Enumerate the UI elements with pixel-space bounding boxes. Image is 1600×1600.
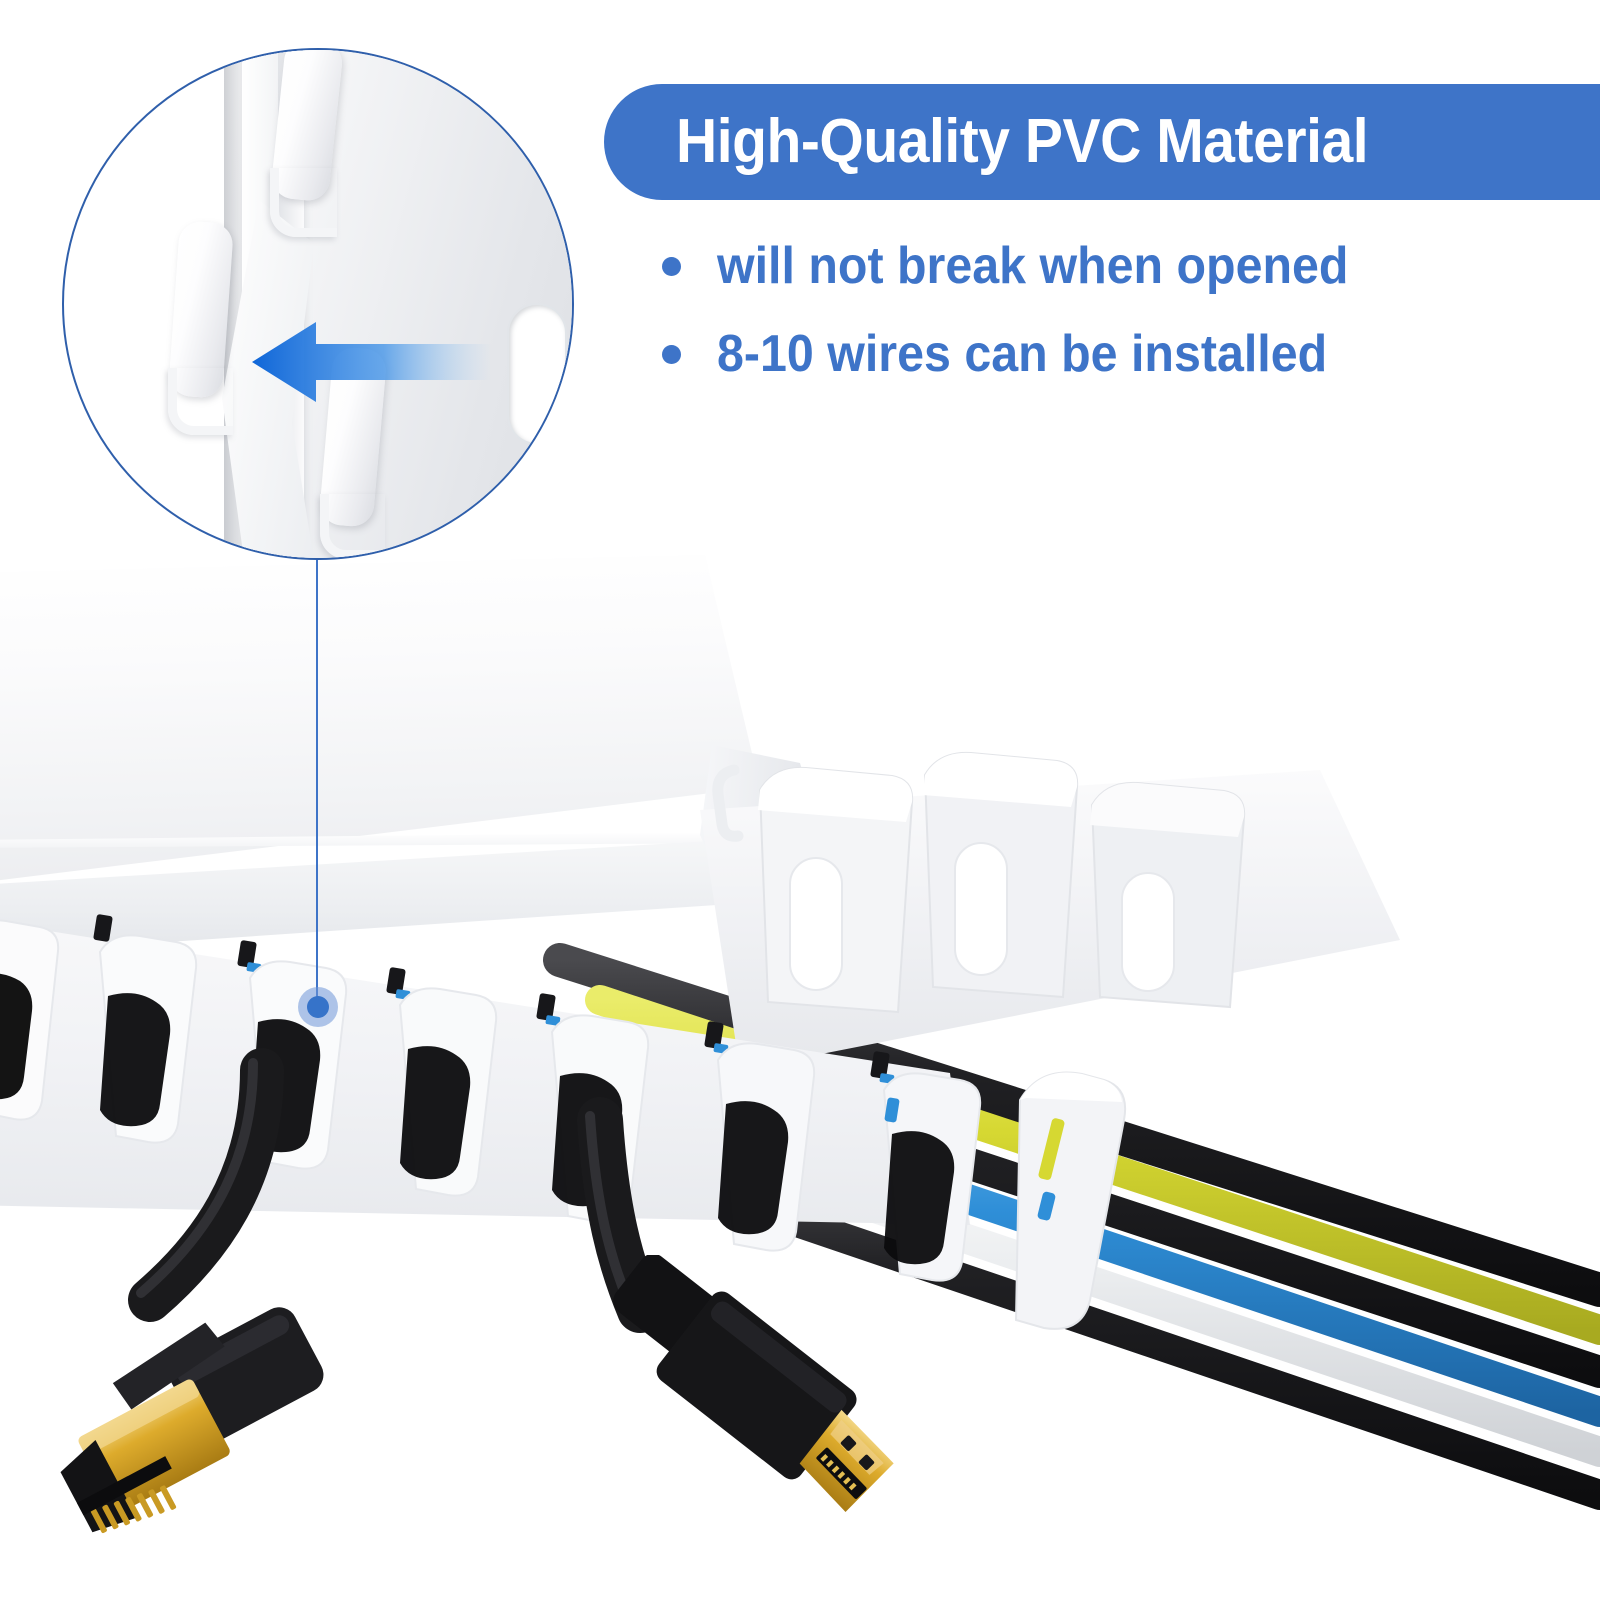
finger-gap-notches (93, 914, 895, 1084)
raceway-open-channel-lip (1014, 1071, 1126, 1330)
left-arrow-icon (252, 322, 492, 402)
callout-anchor-dot (307, 996, 329, 1018)
callout-hook-bottom (320, 494, 385, 558)
callout-leader-line (316, 556, 318, 1002)
callout-hook-top (270, 168, 337, 237)
callout-hook-left (168, 368, 233, 435)
callout-detail-circle (62, 48, 574, 560)
wire-peek-marks (884, 1097, 1065, 1221)
banner: High-Quality PVC Material (604, 84, 1600, 200)
rj45-ethernet-connector (60, 1307, 324, 1534)
bullet-dot-icon (662, 256, 681, 276)
callout-keyhole-slot (509, 305, 565, 443)
front-wall-finger-group (0, 919, 982, 1282)
hdmi-connector (613, 1255, 894, 1512)
bullet-label: 8-10 wires can be installed (717, 325, 1328, 384)
list-item: will not break when opened (662, 238, 1562, 294)
list-item: 8-10 wires can be installed (662, 326, 1562, 382)
bullet-label: will not break when opened (717, 237, 1349, 295)
banner-title: High-Quality PVC Material (676, 107, 1369, 176)
bullet-dot-icon (662, 344, 681, 364)
feature-bullet-list: will not break when opened 8-10 wires ca… (662, 238, 1562, 414)
